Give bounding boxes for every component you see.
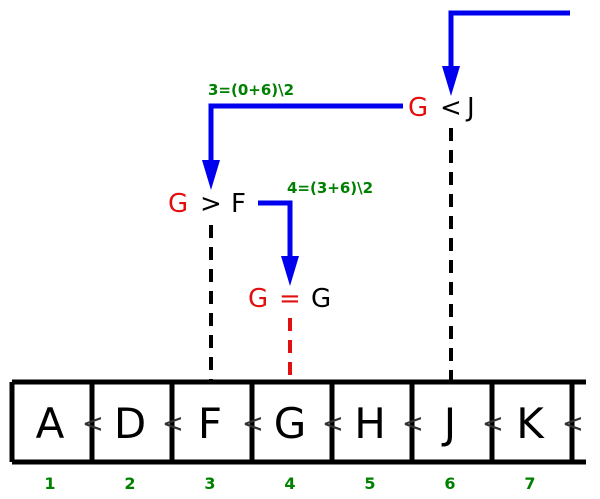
array-index: 3 [204,474,215,493]
comparison-target: G [168,189,188,219]
arrow-step-2-head [281,256,299,286]
array-separator: < [562,409,584,439]
comparison-operator: = [279,284,301,314]
comparison-2: G > F [168,189,246,219]
array-separator: < [482,409,504,439]
array-index: 7 [524,474,535,493]
comparison-1: G < J [408,93,475,123]
array-index: 2 [124,474,135,493]
comparison-value: J [465,93,475,123]
array-index: 6 [444,474,455,493]
array-index: 1 [44,474,55,493]
arrow-step-1-head [202,160,220,190]
comparison-value: F [231,189,246,219]
array-cell: H [354,399,386,448]
array-index: 5 [364,474,375,493]
arrow-entry-head [442,66,460,96]
array-index: 4 [284,474,295,493]
sorted-array: A <1 D <2 F <3 G <4 H <5 J <6 K <7 [9,379,586,493]
formula-2: 4=(3+6)\2 [287,179,373,197]
array-cell: K [516,399,545,448]
comparison-operator: > [200,189,222,219]
formula-1: 3=(0+6)\2 [208,81,294,99]
drop-lines [209,128,453,380]
arrow-step-1 [208,103,403,162]
array-cell: A [36,399,65,448]
array-cell: G [274,399,307,448]
arrow-entry [448,10,570,68]
comparison-value: G [311,284,331,314]
arrow-step-2 [258,200,293,258]
search-arrows [202,10,570,286]
comparison-operator: < [440,93,462,123]
array-cell: D [114,399,146,448]
array-separator: < [402,409,424,439]
array-separator: < [82,409,104,439]
array-separator: < [242,409,264,439]
comparison-target: G [248,284,268,314]
array-separator: < [322,409,344,439]
array-cell: F [198,399,222,448]
comparison-target: G [408,93,428,123]
array-separator: < [162,409,184,439]
array-cell: J [441,399,456,448]
comparison-3: G = G [248,284,331,314]
